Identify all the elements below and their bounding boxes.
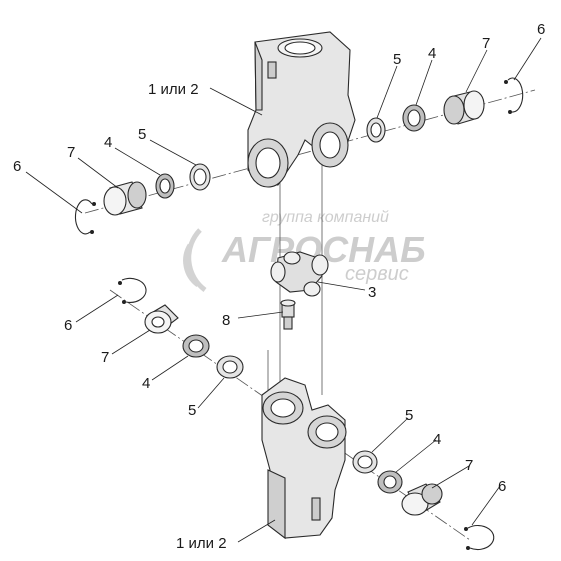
bearing-cup-tl	[103, 181, 147, 216]
cross-spider	[270, 251, 329, 297]
clip-ml	[118, 277, 147, 304]
callout-top-yoke: 1 или 2	[148, 81, 199, 98]
callout-cup-tr: 7	[482, 35, 490, 52]
callout-cross: 3	[368, 284, 376, 301]
watermark-line3: сервис	[345, 263, 409, 285]
watermark-line1: группа компаний	[262, 209, 389, 226]
bearing-cup-br	[401, 483, 443, 516]
callout-clip-tr: 6	[537, 21, 545, 38]
callout-fitting: 8	[222, 312, 230, 329]
callout-ring-tl: 4	[104, 134, 112, 151]
bearing-cup-ml	[144, 304, 179, 334]
ring-tr	[402, 104, 426, 132]
callout-seal-tl: 5	[138, 126, 146, 143]
seal-tl	[189, 163, 211, 191]
callout-cup-ml: 7	[101, 349, 109, 366]
callout-seal-br: 5	[405, 407, 413, 424]
ring-ml	[182, 334, 210, 358]
top-yoke	[247, 31, 356, 188]
seal-br	[352, 450, 378, 474]
bearing-cup-tr	[443, 90, 485, 125]
ring-br	[377, 470, 403, 494]
callout-ring-tr: 4	[428, 45, 436, 62]
grease-fitting	[280, 299, 296, 330]
callout-labels: 1 или 2 1 или 2 3 8 5 4 7 6 6 7 4 5 6 7 …	[13, 21, 545, 552]
callout-seal-tr: 5	[393, 51, 401, 68]
watermark-wheat-logo	[183, 228, 207, 293]
clip-tl	[74, 199, 96, 235]
callout-bottom-yoke: 1 или 2	[176, 535, 227, 552]
callout-cup-tl: 7	[67, 144, 75, 161]
callout-ring-br: 4	[433, 431, 441, 448]
bottom-yoke	[261, 377, 347, 540]
leader-lines	[25, 37, 542, 543]
callout-clip-tl: 6	[13, 158, 21, 175]
ring-tl	[155, 173, 175, 199]
seal-tr	[366, 117, 386, 143]
clip-br	[464, 524, 495, 551]
callout-clip-ml: 6	[64, 317, 72, 334]
callout-seal-ml: 5	[188, 402, 196, 419]
callout-clip-br: 6	[498, 478, 506, 495]
callout-cup-br: 7	[465, 457, 473, 474]
callout-ring-ml: 4	[142, 375, 150, 392]
seal-ml	[216, 355, 244, 379]
clip-tr	[504, 77, 524, 114]
